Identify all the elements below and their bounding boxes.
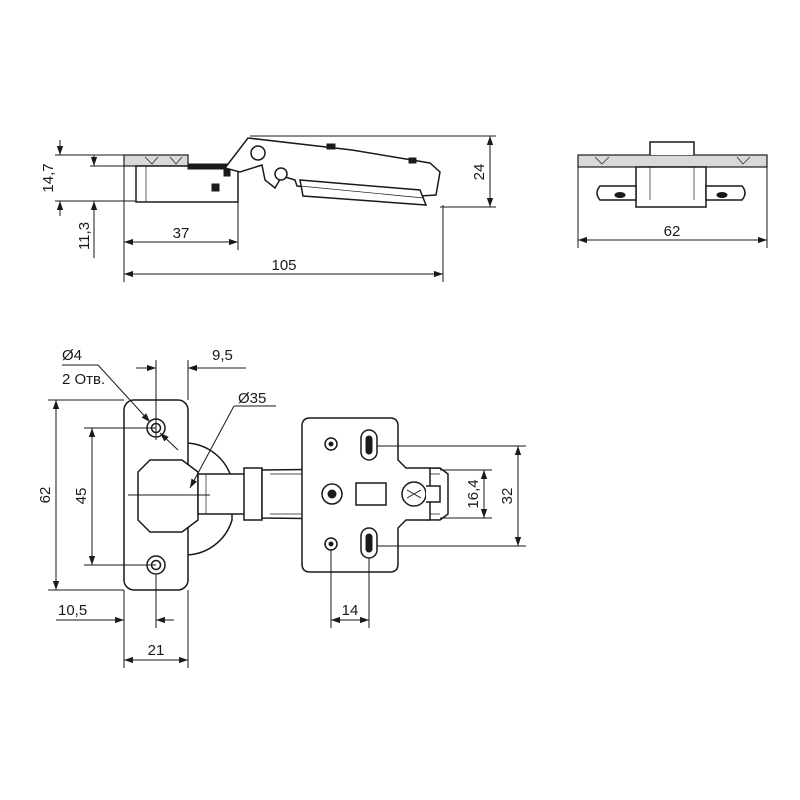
dim-14-7: 14,7 [40,163,57,192]
hole-diameter-label: Ø4 [62,347,82,364]
dim-32: 32 [499,488,516,505]
side-view: 14,7 11,3 37 105 24 [40,135,496,282]
dim-105: 105 [271,257,296,274]
arm-window [355,482,387,506]
dim-14: 14 [342,602,359,619]
pivot-circle [250,145,266,161]
rivet [211,183,220,192]
center-boss [137,459,199,533]
cup-diameter-label: Ø35 [238,390,266,407]
dim-62-top: 62 [37,487,54,504]
top-view: Ø4 2 Отв. 9,5 Ø35 62 45 10,5 [37,347,526,668]
cup-body [135,165,239,203]
mounting-plate [299,179,428,206]
end-cup [635,166,707,208]
dim-21: 21 [148,642,165,659]
dim-9-5: 9,5 [212,347,233,364]
dim-11-3: 11,3 [76,222,93,250]
dim-24: 24 [471,164,488,181]
dim-37: 37 [173,225,190,242]
end-arm-top [649,141,695,155]
dim-45: 45 [73,488,90,505]
end-flange [577,154,768,168]
dim-62-end: 62 [664,223,681,240]
hinge-arm [223,137,441,197]
dim-16-4: 16,4 [465,479,482,508]
hole-count-label: 2 Отв. [62,371,105,388]
cup-flange [123,154,189,167]
end-view: 62 [577,141,768,248]
dim-10-5: 10,5 [58,602,87,619]
